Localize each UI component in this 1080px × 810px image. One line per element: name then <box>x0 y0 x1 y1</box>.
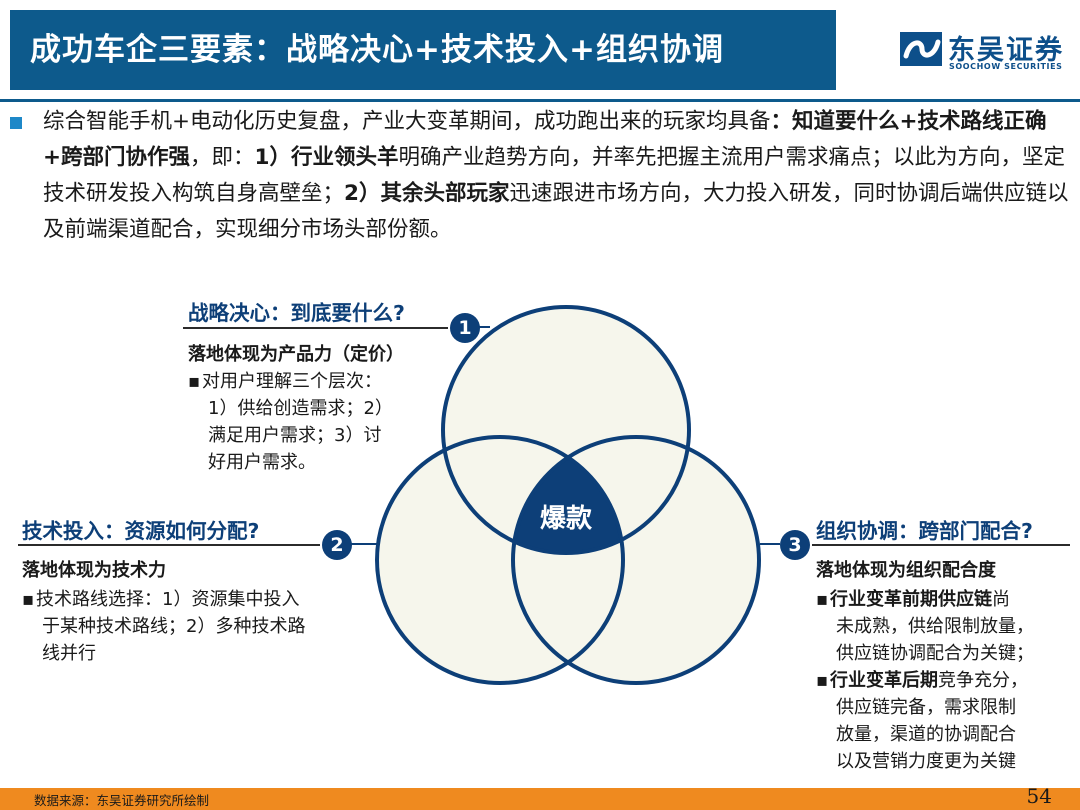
bullet-line: ▪行业变革后期竞争充分， <box>816 667 1076 694</box>
intro-bold-2: 1）行业领头羊 <box>254 145 399 170</box>
venn-center-label: 爆款 <box>540 504 593 534</box>
bullet-text: 线并行 <box>42 643 96 664</box>
bullet-line: 供应链完备，需求限制 <box>816 694 1076 721</box>
bullet-line: ▪技术路线选择：1）资源集中投入 <box>22 586 362 613</box>
node-technology: 技术投入：资源如何分配? <box>22 514 259 544</box>
intro-paragraph: 综合智能手机+电动化历史复盘，产业大变革期间，成功跑出来的玩家均具备：知道要什么… <box>43 104 1073 248</box>
page-title: 成功车企三要素：战略决心+技术投入+组织协调 <box>30 32 724 68</box>
bullet-text: 供应链完备，需求限制 <box>836 697 1016 718</box>
node-subtitle: 落地体现为技术力 <box>22 560 166 581</box>
data-source-note: 数据来源：东吴证券研究所绘制 <box>34 793 210 808</box>
node-underline <box>812 544 1070 546</box>
bullet-text: 竞争充分， <box>938 670 1028 691</box>
bullet-text: 1）供给创造需求；2） <box>208 398 393 419</box>
node-title: 组织协调：跨部门配合? <box>816 519 1033 543</box>
title-bar: 成功车企三要素：战略决心+技术投入+组织协调 <box>10 10 836 90</box>
bullet-bold-text: 行业变革后期 <box>830 670 938 691</box>
bullet-text: 满足用户需求；3）讨 <box>208 425 382 446</box>
node-bullets: ▪行业变革前期供应链尚 未成熟，供给限制放量， 供应链协调配合为关键； ▪行业变… <box>816 586 1076 775</box>
node-strategy: 战略决心：到底要什么? <box>188 296 405 326</box>
node-number-badge: 1 <box>450 313 480 343</box>
bullet-text: 好用户需求。 <box>208 452 316 473</box>
bullet-line: 于某种技术路线；2）多种技术路 <box>22 613 362 640</box>
company-logo: 东吴证券 SOOCHOW SECURITIES <box>900 30 1070 76</box>
node-organization-detail: 落地体现为组织配合度 ▪行业变革前期供应链尚 未成熟，供给限制放量， 供应链协调… <box>816 556 1076 775</box>
logo-english-name: SOOCHOW SECURITIES <box>949 62 1063 71</box>
bullet-marker: ▪ <box>188 371 201 392</box>
bullet-square-icon <box>10 117 22 129</box>
bullet-line: 满足用户需求；3）讨 <box>188 422 428 449</box>
bullet-text: 技术路线选择：1）资源集中投入 <box>36 589 300 610</box>
bullet-text: 供应链协调配合为关键； <box>836 643 1034 664</box>
node-strategy-detail: 落地体现为产品力（定价） ▪对用户理解三个层次： 1）供给创造需求；2） 满足用… <box>188 340 428 476</box>
soochow-logo-icon <box>900 32 942 66</box>
bullet-marker: ▪ <box>816 670 829 691</box>
bullet-bold-text: 行业变革前期供应链 <box>830 589 992 610</box>
header-divider <box>0 99 1080 102</box>
bullet-line: 以及营销力度更为关键 <box>816 748 1076 775</box>
intro-text-2: ，即： <box>190 145 255 170</box>
bullet-text: 对用户理解三个层次： <box>202 371 382 392</box>
bullet-line: 放量，渠道的协调配合 <box>816 721 1076 748</box>
bullet-line: ▪行业变革前期供应链尚 <box>816 586 1076 613</box>
node-number-badge: 2 <box>322 530 352 560</box>
node-title: 技术投入：资源如何分配? <box>22 519 260 543</box>
node-number-badge: 3 <box>780 530 810 560</box>
bullet-text: 未成熟，供给限制放量， <box>836 616 1034 637</box>
intro-bold-1: ：知道要什么+技术路线正确+跨部门协作强 <box>43 109 1047 170</box>
intro-bold-3: 2）其余头部玩家 <box>344 181 510 206</box>
footer-bar: 数据来源：东吴证券研究所绘制 54 <box>0 784 1080 810</box>
node-underline <box>183 327 448 329</box>
bullet-text: 尚 <box>992 589 1010 610</box>
bullet-line: 好用户需求。 <box>188 449 428 476</box>
bullet-text: 放量，渠道的协调配合 <box>836 724 1016 745</box>
bullet-line: 线并行 <box>22 640 362 667</box>
logo-chinese-name: 东吴证券 <box>948 35 1064 66</box>
node-subtitle: 落地体现为组织配合度 <box>816 560 996 581</box>
node-technology-detail: 落地体现为技术力 ▪技术路线选择：1）资源集中投入 于某种技术路线；2）多种技术… <box>22 556 362 667</box>
bullet-marker: ▪ <box>22 589 35 610</box>
bullet-line: 1）供给创造需求；2） <box>188 395 428 422</box>
bullet-text: 于某种技术路线；2）多种技术路 <box>42 616 306 637</box>
page-number: 54 <box>1026 784 1052 808</box>
node-bullets: ▪对用户理解三个层次： 1）供给创造需求；2） 满足用户需求；3）讨 好用户需求… <box>188 368 428 476</box>
bullet-line: 未成熟，供给限制放量， <box>816 613 1076 640</box>
bullet-text: 以及营销力度更为关键 <box>836 751 1016 772</box>
node-subtitle: 落地体现为产品力（定价） <box>188 344 404 365</box>
venn-center-intersection <box>513 437 623 553</box>
node-title: 战略决心：到底要什么? <box>188 301 405 325</box>
node-organization: 组织协调：跨部门配合? <box>816 514 1033 544</box>
intro-text-1: 综合智能手机+电动化历史复盘，产业大变革期间，成功跑出来的玩家均具备 <box>43 109 771 134</box>
bullet-line: 供应链协调配合为关键； <box>816 640 1076 667</box>
intro-text-4: 迅速跟进市场方向，大力投入研发，同时协调后端供应链以及前端渠道配合，实现细分市场… <box>43 181 1069 242</box>
bullet-marker: ▪ <box>816 589 829 610</box>
node-underline <box>18 544 320 546</box>
intro-text-3: 明确产业趋势方向，并率先把握主流用户需求痛点；以此为方向，坚定技术研发投入构筑自… <box>43 145 1066 206</box>
node-bullets: ▪技术路线选择：1）资源集中投入 于某种技术路线；2）多种技术路 线并行 <box>22 586 362 667</box>
bullet-line: ▪对用户理解三个层次： <box>188 368 428 395</box>
